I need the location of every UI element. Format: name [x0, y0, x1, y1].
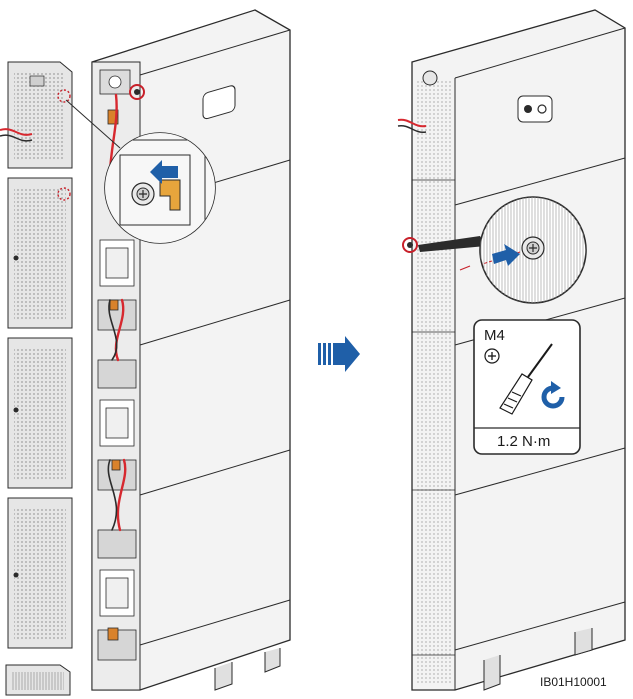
- screw-head-icon: [522, 237, 544, 259]
- screw-head-icon: [132, 183, 154, 205]
- side-cover-2: [8, 178, 72, 328]
- side-cover-4: [8, 498, 72, 648]
- top-side-cover: [0, 62, 72, 168]
- torque-spec-box: M4 1.2 N·m: [474, 320, 580, 454]
- triple-arrow-right-icon: [318, 336, 360, 372]
- bottom-side-cover: [6, 665, 70, 695]
- side-cover-3: [8, 338, 72, 488]
- figure-code: IB01H10001: [540, 675, 607, 689]
- screw-size-label: M4: [484, 327, 505, 344]
- torque-value: 1.2 N·m: [497, 433, 550, 450]
